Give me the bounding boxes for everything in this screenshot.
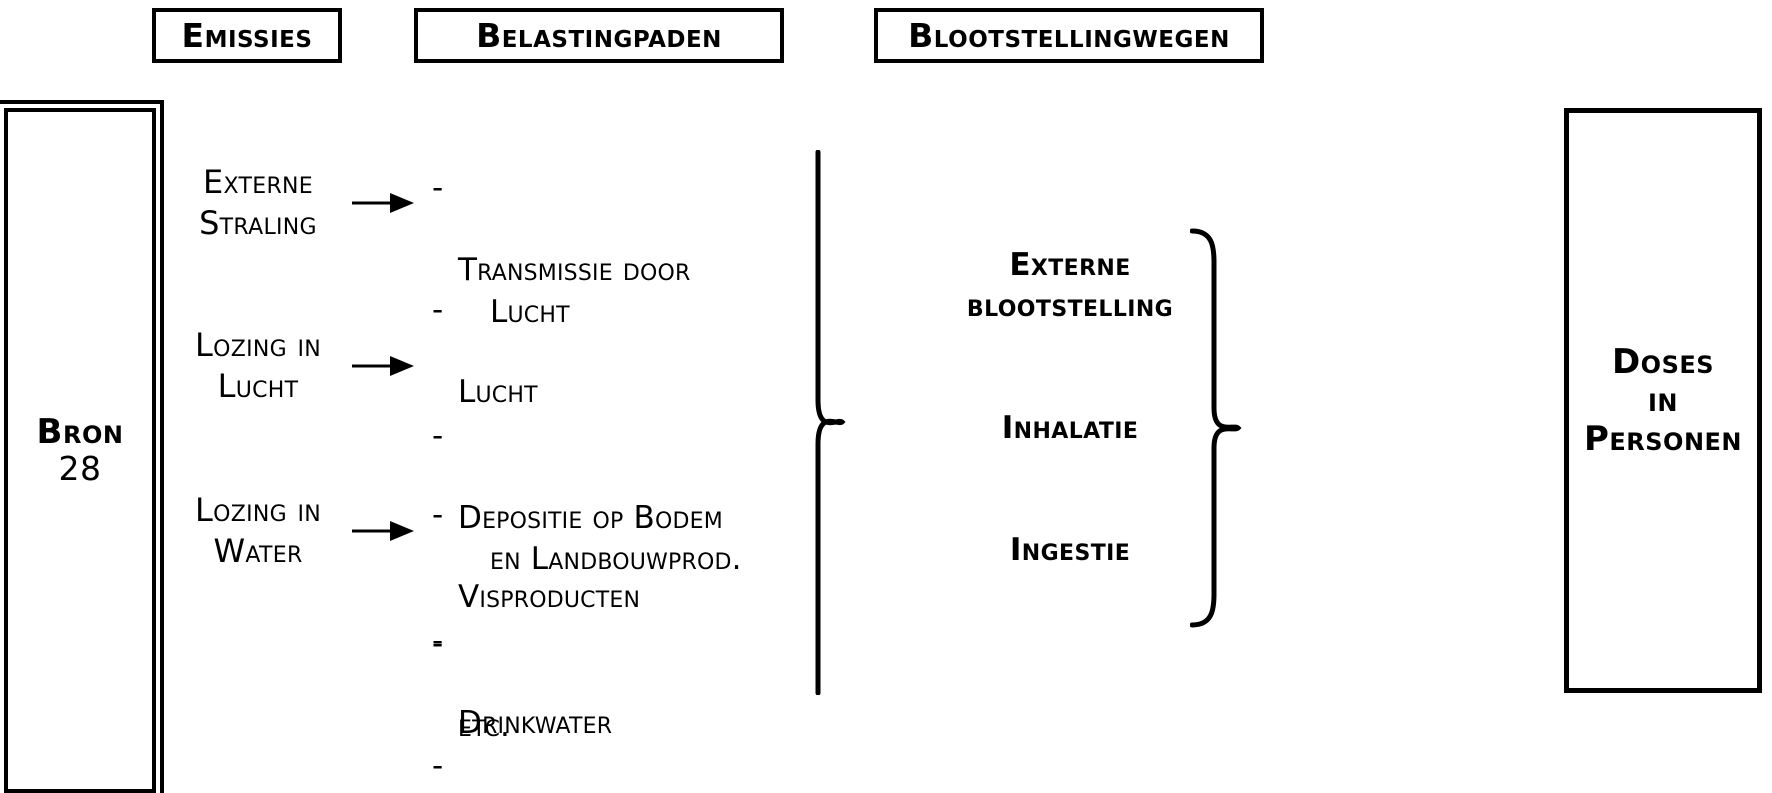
result-box-line2: in [1647,380,1678,421]
bullet-dash: - [432,497,444,533]
curly-brace-icon [1190,228,1250,628]
emissie-label-line1: Lozing in [194,491,322,529]
belastingpad-item: - Transmissie door Lucht [432,168,792,374]
emissie-row: Lozing in Lucht [178,325,414,407]
belastingpad-item: - Depositie op Bodem en Landbouwprod. [432,416,792,622]
bullet-dash: - [432,170,444,206]
belastingpad-group: - Lucht - Depositie op Bodem en Landbouw… [432,290,792,749]
emissie-label-line2: Lucht [217,366,299,405]
emissie-label-line2: Water [213,531,303,570]
bullet-dash: - [432,622,444,659]
emissie-label-line1: Externe [203,163,313,201]
blootstellingweg-label: Inhalatie [920,408,1220,449]
curly-brace-icon [812,150,872,695]
source-box-title: Bron [36,411,124,452]
blootstellingweg-label: Ingestie [920,530,1220,571]
belastingpad-item-text: Drinkwater [458,705,613,742]
bullet-dash: - [432,417,444,454]
belastingpad-item: - etc. [432,624,792,748]
column-header-blootstellingwegen: Blootstellingwegen [874,8,1264,63]
belastingpad-item-text: Transmissie door [458,252,691,289]
emissie-row: Lozing in Water [178,490,414,572]
right-arrow-icon [352,514,414,548]
right-arrow-icon [352,186,414,220]
belastingpad-group: - Transmissie door Lucht [432,168,792,376]
belastingpad-item-text: etc. [458,708,511,745]
blootstellingweg-label-line1: Inhalatie [1001,410,1139,446]
column-header-emissies: Emissies [152,8,342,63]
emissie-row: Externe Straling [178,162,414,244]
result-box-line1: Doses [1611,342,1715,383]
emissie-label: Lozing in Lucht [178,325,338,407]
belastingpad-item-text: Lucht [458,374,538,411]
result-box: Doses in Personen [1564,108,1762,693]
blootstellingweg-label-line1: Externe [1009,247,1131,283]
belastingpad-item-continuation: Lucht [490,293,570,330]
result-box-text: Doses in Personen [1584,343,1742,457]
emissie-label: Lozing in Water [178,490,338,572]
belastingpad-group: - Visproducten - Drinkwater - Irrigatie … [432,495,792,793]
column-header-belastingpaden-label: Belastingpaden [476,16,722,55]
emissie-label-line1: Lozing in [194,326,322,364]
bullet-dash: - [432,625,444,662]
right-arrow-icon [352,349,414,383]
belastingpad-item-text: Visproducten [458,579,641,616]
column-header-belastingpaden: Belastingpaden [414,8,784,63]
belastingpad-item: - Drinkwater [432,621,792,745]
belastingpad-item: - Irrigatie op Bodem en Landbouwprod. [432,746,792,793]
bullet-dash: - [432,748,444,785]
blootstellingweg-label-line1: Ingestie [1009,532,1131,568]
blootstellingweg-label-line2: blootstelling [966,287,1174,324]
column-header-blootstellingwegen-label: Blootstellingwegen [908,16,1230,55]
column-header-emissies-label: Emissies [181,16,313,55]
belastingpad-item-text: Depositie op Bodem [458,500,723,537]
source-box-text: Bron 28 [37,413,124,488]
belastingpad-item-continuation: en Landbouwprod. [490,541,742,578]
bullet-dash: - [432,292,444,328]
source-box: Bron 28 [0,100,164,793]
source-box-number: 28 [58,449,102,489]
blootstellingweg-label: Externe blootstelling [920,245,1220,327]
emissie-label-line2: Straling [199,203,317,242]
belastingpad-item: - Lucht [432,290,792,414]
result-box-line3: Personen [1583,418,1743,459]
emissie-label: Externe Straling [178,162,338,244]
belastingpad-item: - Visproducten [432,495,792,619]
